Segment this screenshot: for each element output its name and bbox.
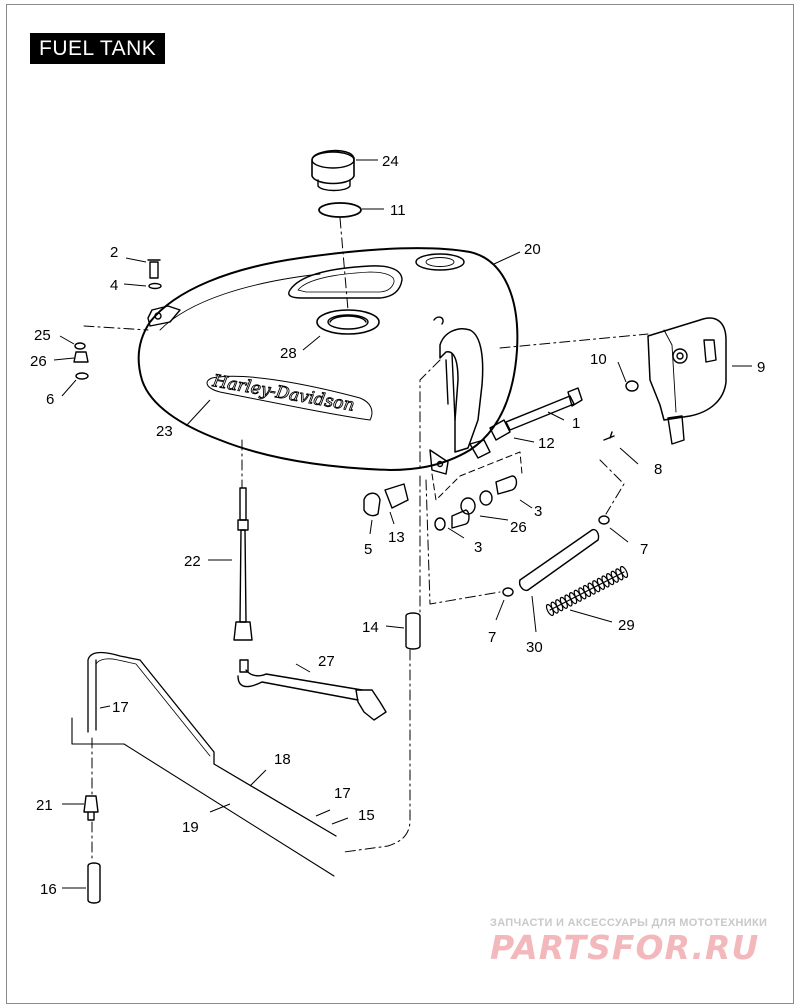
callout-18: 18: [274, 751, 291, 768]
part-26-left: [73, 351, 89, 363]
clamp-7a: [598, 515, 610, 525]
callout-2: 2: [110, 244, 118, 261]
callout-22: 22: [184, 553, 201, 570]
callout-23: 23: [156, 423, 173, 440]
bracket-12: [489, 419, 511, 441]
callout-9: 9: [757, 359, 765, 376]
diagram-title: FUEL TANK: [30, 33, 166, 64]
o-ring: [318, 202, 362, 218]
callout-17-upper: 17: [112, 699, 129, 716]
callout-19: 19: [182, 819, 199, 836]
callout-3-upper: 3: [534, 503, 542, 520]
side-cover: [647, 317, 727, 445]
bushing-5: [363, 492, 381, 517]
fuel-line: [237, 659, 387, 721]
bolt: [505, 395, 575, 431]
callout-frame-19: [71, 717, 335, 877]
fuel-valve: [233, 487, 253, 641]
fuel-cap: [311, 149, 355, 192]
tank-logo-lettering: Harley-Davidson: [210, 371, 356, 416]
callout-6: 6: [46, 391, 54, 408]
callout-3-lower: 3: [474, 539, 482, 556]
callout-29: 29: [618, 617, 635, 634]
watermark-logo: PARTSFOR.RU: [490, 928, 760, 967]
clamp-7b: [502, 587, 514, 597]
callout-8: 8: [654, 461, 662, 478]
callout-24: 24: [382, 153, 399, 170]
callout-28: 28: [280, 345, 297, 362]
leader-lines: [53, 159, 752, 889]
part-25: [74, 342, 86, 350]
bracket-13: [384, 483, 409, 509]
callout-17-lower: 17: [334, 785, 351, 802]
callout-7-right: 7: [640, 541, 648, 558]
assembly-lines: [83, 217, 649, 863]
spring: [545, 565, 629, 617]
callout-11: 11: [390, 202, 406, 219]
callout-7-lower: 7: [488, 629, 496, 646]
callout-20: 20: [524, 241, 541, 258]
callout-26-right: 26: [510, 519, 527, 536]
callout-30: 30: [526, 639, 543, 656]
crossover-line: [87, 651, 337, 837]
callout-13: 13: [388, 529, 405, 546]
screw-8: [603, 431, 615, 441]
callout-labels: 24 11 20 2 4 25 26 6 28 10 9 1 23 12 8 3…: [30, 153, 765, 898]
callout-4: 4: [110, 277, 118, 294]
spring-coil: [619, 565, 629, 579]
callout-14: 14: [362, 619, 379, 636]
page-frame: [6, 4, 794, 1004]
petcock: [83, 795, 99, 821]
grouping-box: [431, 451, 523, 501]
tube-14: [405, 612, 421, 650]
callout-1: 1: [572, 415, 580, 432]
callout-26-left: 26: [30, 353, 47, 370]
callout-21: 21: [36, 797, 53, 814]
callout-12: 12: [538, 435, 555, 452]
spacer-set: [434, 475, 518, 531]
hose: [519, 529, 599, 591]
screw: [147, 259, 161, 279]
fuel-tank-shell: [137, 247, 519, 475]
callout-25: 25: [34, 327, 51, 344]
watermark-tagline: ЗАПЧАСТИ И АКСЕССУАРЫ ДЛЯ МОТОТЕХНИКИ: [490, 917, 768, 929]
callout-16: 16: [40, 881, 57, 898]
callout-15: 15: [358, 807, 375, 824]
callout-10: 10: [590, 351, 607, 368]
callout-5: 5: [364, 541, 372, 558]
part-6: [75, 372, 89, 380]
washer: [148, 282, 162, 290]
tube-16: [87, 862, 101, 904]
callout-27: 27: [318, 653, 335, 670]
washer-10: [625, 380, 639, 392]
